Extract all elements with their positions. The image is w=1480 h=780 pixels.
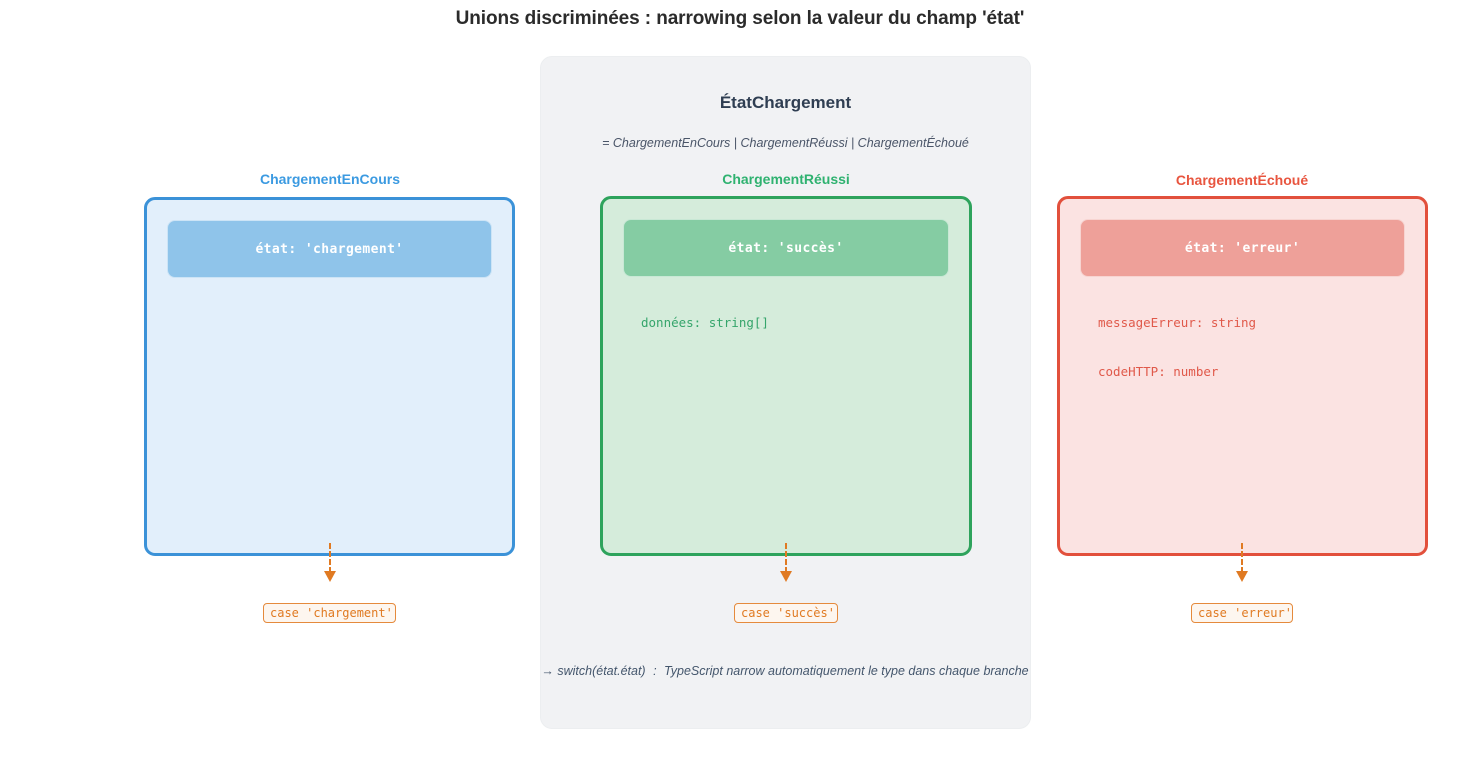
discriminant-field-succes: état: 'succès' [623,219,949,277]
arrow-line-succes [785,543,789,573]
member-field-message-erreur: messageErreur: string [1098,315,1257,330]
member-title-chargement-en-cours: ChargementEnCours [259,171,401,187]
arrow-head-succes-icon [780,571,792,582]
member-field-code-http: codeHTTP: number [1098,364,1219,379]
member-field-donnees: données: string[] [641,315,769,330]
footer-description: TypeScript narrow automatiquement le typ… [664,664,1029,678]
case-label-erreur[interactable]: case 'erreur' [1191,603,1293,623]
footer-arrow-icon: → [541,664,554,678]
arrow-head-chargement-icon [324,571,336,582]
arrow-line-chargement [329,543,333,573]
member-card-chargement-echoue[interactable]: état: 'erreur' messageErreur: string cod… [1057,196,1428,556]
union-expansion: = ChargementEnCours | ChargementRéussi |… [602,136,969,150]
footer-note: → switch(état.état) : TypeScript narrow … [440,664,1130,678]
footer-expression: switch(état.état) [557,664,646,678]
case-label-succes[interactable]: case 'succès' [734,603,838,623]
arrow-line-erreur [1241,543,1245,573]
member-title-chargement-reussi: ChargementRéussi [722,171,850,187]
page-title: Unions discriminées : narrowing selon la… [455,8,1025,29]
union-type-name: ÉtatChargement [719,93,852,112]
arrow-head-erreur-icon [1236,571,1248,582]
case-label-chargement[interactable]: case 'chargement' [263,603,396,623]
member-card-chargement-en-cours[interactable]: état: 'chargement' [144,197,515,556]
discriminant-field-erreur: état: 'erreur' [1080,219,1405,277]
footer-separator: : [653,664,657,678]
member-card-chargement-reussi[interactable]: état: 'succès' données: string[] [600,196,972,556]
discriminant-field-chargement: état: 'chargement' [167,220,492,278]
member-title-chargement-echoue: ChargementÉchoué [1175,172,1309,188]
